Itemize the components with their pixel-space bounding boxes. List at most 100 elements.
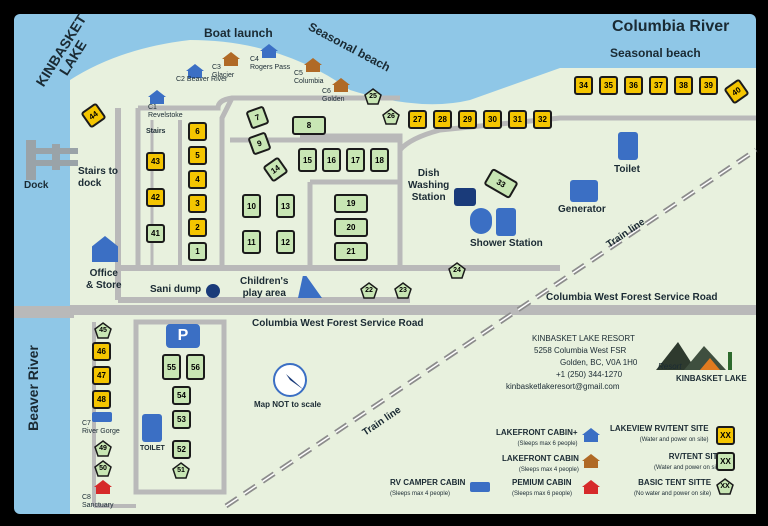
site-30[interactable]: 30 — [483, 110, 502, 129]
road-upper-label: Columbia West Forest Service Road — [546, 292, 718, 303]
site-55[interactable]: 55 — [162, 354, 181, 380]
site-28[interactable]: 28 — [433, 110, 452, 129]
cabin-c8[interactable] — [94, 480, 112, 499]
resort-logo-script: Resort — [658, 362, 682, 371]
legend-rv-camper-cabin: RV CAMPER CABIN(Sleeps max 4 people) — [390, 478, 466, 497]
toilet-icon — [618, 132, 638, 160]
site-50[interactable]: 50 — [94, 460, 112, 477]
site-53[interactable]: 53 — [172, 410, 191, 429]
resort-address1: 5258 Columbia West FSR — [534, 346, 627, 355]
site-29[interactable]: 29 — [458, 110, 477, 129]
site-31[interactable]: 31 — [508, 110, 527, 129]
site-45[interactable]: 45 — [94, 322, 112, 339]
cabin-c6[interactable] — [332, 78, 350, 97]
site-18[interactable]: 18 — [370, 148, 389, 172]
site-27[interactable]: 27 — [408, 110, 427, 129]
site-13[interactable]: 13 — [276, 194, 295, 218]
site-11[interactable]: 11 — [242, 230, 261, 254]
site-1[interactable]: 1 — [188, 242, 207, 261]
legend-basic-tent-site: BASIC TENT SITTE(No water and power on s… — [634, 478, 712, 497]
site-25[interactable]: 25 — [364, 88, 382, 105]
site-23[interactable]: 23 — [394, 282, 412, 299]
site-10[interactable]: 10 — [242, 194, 261, 218]
stairs-to-dock-label: Stairs to dock — [78, 166, 119, 189]
site-32[interactable]: 32 — [533, 110, 552, 129]
site-26[interactable]: 26 — [382, 108, 400, 125]
cabin-brown-icon — [582, 454, 600, 468]
road-lower-label: Columbia West Forest Service Road — [252, 318, 424, 329]
columbia-river-label: Columbia River — [612, 18, 730, 35]
site-12[interactable]: 12 — [276, 230, 295, 254]
site-3[interactable]: 3 — [188, 194, 207, 213]
site-6[interactable]: 6 — [188, 122, 207, 141]
cabin-c4[interactable] — [260, 44, 278, 63]
site-49[interactable]: 49 — [94, 440, 112, 457]
childrens-play-label: Children's play area — [240, 276, 289, 299]
cabin-c7[interactable] — [92, 410, 114, 429]
site-16[interactable]: 16 — [322, 148, 341, 172]
map-not-to-scale-label: Map NOT to scale — [254, 400, 322, 409]
site-4[interactable]: 4 — [188, 170, 207, 189]
cabin-c5[interactable] — [304, 58, 322, 77]
site-24[interactable]: 24 — [448, 262, 466, 279]
generator-icon — [570, 180, 598, 202]
site-43[interactable]: 43 — [146, 152, 165, 171]
site-52[interactable]: 52 — [172, 440, 191, 459]
rv-camper-icon — [92, 412, 112, 422]
cabin-icon — [304, 58, 322, 72]
cabin-c1[interactable] — [148, 90, 166, 109]
legend-lakefront-cabin: LAKEFRONT CABIN(Sleeps max 4 people) — [502, 454, 579, 473]
legend-rv-tent-site: RV/TENT SITE(Water and power on site) — [654, 452, 723, 471]
resort-name: KINBASKET LAKE RESORT — [532, 334, 635, 343]
resort-address2: Golden, BC, V0A 1H0 — [560, 358, 638, 367]
dock-label: Dock — [24, 180, 49, 191]
stairs-label: Stairs — [146, 128, 166, 135]
dish-washing-label: Dish Washing Station — [408, 168, 450, 203]
site-19[interactable]: 19 — [334, 194, 368, 213]
site-21[interactable]: 21 — [334, 242, 368, 261]
site-38[interactable]: 38 — [674, 76, 693, 95]
cabin-blue-icon — [582, 428, 600, 442]
cabin-red-icon — [582, 480, 600, 494]
site-17[interactable]: 17 — [346, 148, 365, 172]
site-48[interactable]: 48 — [92, 390, 111, 409]
cabin-c2-label: C2 Beaver River — [176, 76, 228, 83]
cabin-icon — [148, 90, 166, 104]
legend-premium-cabin: PEMIUM CABIN(Sleeps max 6 people) — [512, 478, 573, 497]
site-36[interactable]: 36 — [624, 76, 643, 95]
site-2[interactable]: 2 — [188, 218, 207, 237]
site-8[interactable]: 8 — [292, 116, 326, 135]
restroom-icon — [496, 208, 516, 236]
site-51[interactable]: 51 — [172, 462, 190, 479]
toilet-top-label: Toilet — [614, 164, 640, 175]
site-22[interactable]: 22 — [360, 282, 378, 299]
site-15[interactable]: 15 — [298, 148, 317, 172]
sani-dump-label: Sani dump — [150, 284, 202, 295]
site-54[interactable]: 54 — [172, 386, 191, 405]
site-41[interactable]: 41 — [146, 224, 165, 243]
site-20[interactable]: 20 — [334, 218, 368, 237]
site-37[interactable]: 37 — [649, 76, 668, 95]
site-47[interactable]: 47 — [92, 366, 111, 385]
site-39[interactable]: 39 — [699, 76, 718, 95]
site-35[interactable]: 35 — [599, 76, 618, 95]
site-5[interactable]: 5 — [188, 146, 207, 165]
site-42[interactable]: 42 — [146, 188, 165, 207]
legend-rv-tent-swatch: XX — [716, 452, 735, 471]
site-56[interactable]: 56 — [186, 354, 205, 380]
resort-phone[interactable]: +1 (250) 344-1270 — [556, 370, 623, 379]
site-46[interactable]: 46 — [92, 342, 111, 361]
cabin-c2[interactable] — [186, 64, 204, 83]
resort-email[interactable]: kinbasketlakeresort@gmail.com — [506, 382, 620, 391]
cabin-c3[interactable] — [222, 52, 240, 71]
site-34[interactable]: 34 — [574, 76, 593, 95]
beaver-river-label: Beaver River — [24, 345, 41, 431]
legend-lakeview-rv-tent: LAKEVIEW RV/TENT SITE(Water and power on… — [610, 424, 709, 443]
